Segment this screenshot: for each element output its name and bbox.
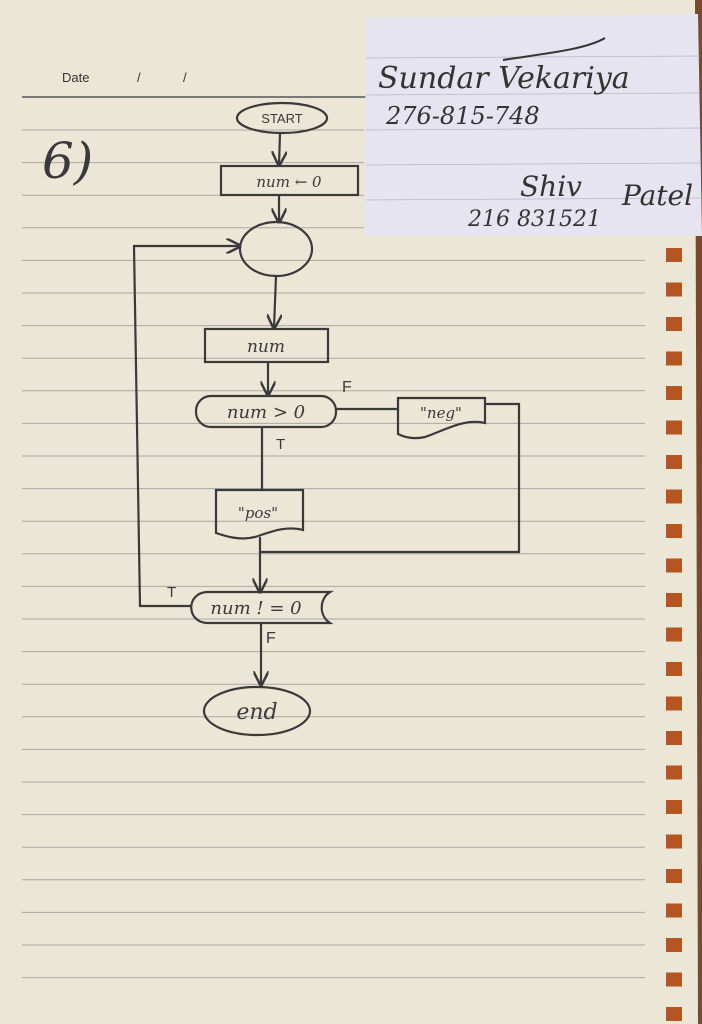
perforation-hole (666, 903, 682, 918)
perforation-hole (666, 731, 682, 745)
perforation-hole (666, 627, 682, 642)
sticky-name-2-first: Shiv (520, 170, 582, 203)
perforation-hole (666, 800, 682, 814)
date-separator-1: / (137, 70, 141, 85)
output-neg-label: "neg" (420, 404, 462, 422)
perforation-hole (666, 386, 682, 400)
start-label: START (261, 111, 302, 126)
perforation-hole (666, 317, 682, 331)
perforation-hole (666, 524, 682, 538)
decision-2-false-label: F (266, 630, 276, 647)
perforation-hole (666, 869, 682, 883)
perforation-hole (666, 972, 682, 987)
decision-1-box (194, 394, 338, 429)
loop-back-arrow (132, 246, 240, 608)
output-pos-label: "pos" (238, 504, 278, 522)
decision-1-true-label: T (276, 436, 285, 453)
sticky-name-1: Sundar Vekariya (378, 61, 630, 96)
perforation-hole (666, 558, 682, 573)
perforation-hole (666, 696, 682, 711)
input-label: num (247, 337, 285, 357)
perforation-hole (666, 662, 682, 676)
perforation-hole (666, 420, 682, 435)
flowchart (132, 101, 521, 737)
perforation-hole (666, 834, 682, 849)
start-terminal (235, 101, 329, 135)
perforation-hole (666, 489, 682, 504)
sticky-note: Sundar Vekariya 276-815-748 Shiv Patel 2… (364, 14, 702, 236)
decision-1-label: num > 0 (227, 402, 305, 423)
problem-number: 6) (42, 132, 93, 190)
perforation-hole (666, 351, 682, 366)
arrow-connector-to-input (274, 275, 276, 328)
sticky-phone-1: 276-815-748 (385, 102, 540, 130)
perforation-hole (666, 1007, 682, 1021)
perforation-hole (666, 248, 682, 262)
date-separator-2: / (183, 70, 187, 85)
end-label: end (236, 700, 277, 725)
perforation-hole (666, 765, 682, 780)
perforation-hole (666, 282, 682, 297)
decision-1-false-label: F (342, 379, 352, 396)
perforation-hole (666, 593, 682, 607)
init-process-box (219, 164, 360, 197)
decision-2-true-label: T (167, 584, 176, 601)
output-neg-document (396, 396, 487, 440)
decision-2-box (190, 590, 334, 625)
perforation-hole (666, 938, 682, 952)
sticky-phone-2: 216 831521 (467, 207, 601, 232)
init-label: num ← 0 (256, 173, 322, 191)
ruled-lines (22, 129, 645, 979)
perforation-hole (666, 455, 682, 469)
input-box (203, 327, 330, 364)
sticky-name-2-last: Patel (621, 179, 693, 212)
line-neg-to-merge (260, 402, 521, 554)
date-label: Date (62, 70, 89, 85)
end-terminal (202, 685, 312, 737)
decision-2-label: num ! = 0 (210, 598, 301, 619)
arrow-start-to-init (279, 132, 280, 165)
output-pos-document (214, 488, 305, 540)
spiral-perforations (666, 248, 682, 1021)
